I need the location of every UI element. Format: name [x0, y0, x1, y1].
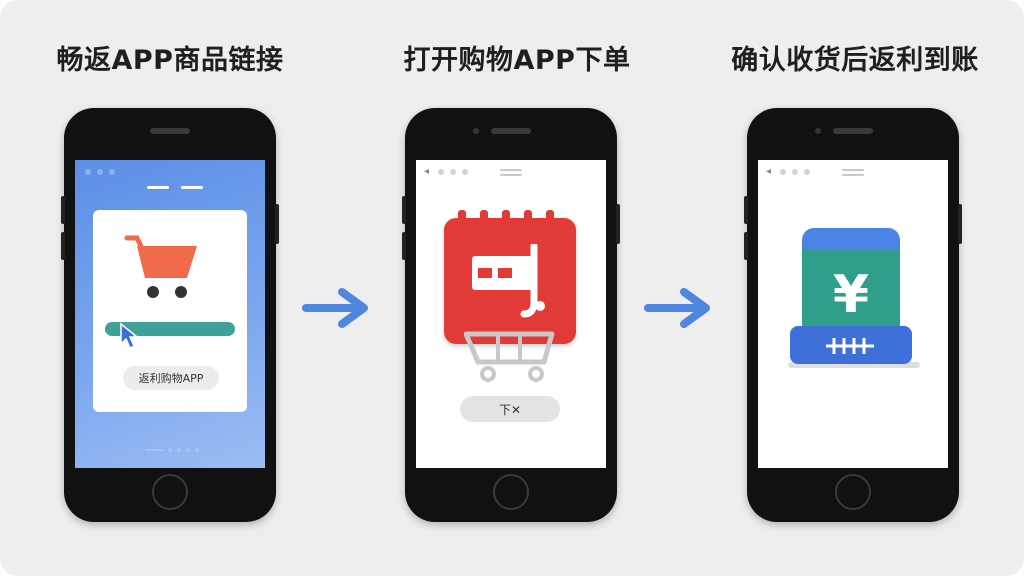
header-lines [500, 169, 522, 179]
phone-step-3: ◂ ¥ [744, 108, 962, 522]
phone-screen: ◂ ¥ [758, 160, 948, 468]
home-button[interactable] [835, 474, 871, 510]
power-button [275, 204, 279, 244]
phone-screen: 返利购物APP [75, 160, 265, 468]
arrow-right-icon [302, 288, 368, 328]
speaker [833, 128, 873, 134]
status-bar [85, 169, 115, 175]
arrow-right-icon [644, 288, 710, 328]
cursor-icon [120, 322, 140, 350]
cart-icon [464, 331, 555, 382]
step-2-title: 打开购物APP下单 [403, 45, 631, 76]
home-button[interactable] [493, 474, 529, 510]
status-bar [780, 169, 810, 175]
store-icon [472, 244, 545, 318]
volume-button [744, 196, 748, 224]
header-lines [842, 169, 864, 179]
camera [473, 128, 479, 134]
volume-button [61, 196, 65, 224]
volume-button [61, 232, 65, 260]
product-card: 返利购物APP [93, 210, 247, 412]
home-button[interactable] [152, 474, 188, 510]
yen-symbol: ¥ [833, 265, 869, 325]
page-indicator [145, 448, 199, 452]
speaker [491, 128, 531, 134]
step-3-title: 确认收货后返利到账 [731, 45, 979, 76]
volume-button [402, 232, 406, 260]
shopping-cart-icon [124, 235, 197, 298]
power-button [616, 204, 620, 244]
speaker [150, 128, 190, 134]
open-app-button[interactable]: 返利购物APP [123, 366, 219, 390]
step-1-title: 畅返APP商品链接 [56, 45, 284, 76]
shopping-app-icon[interactable] [444, 210, 576, 344]
back-icon[interactable]: ◂ [766, 166, 772, 177]
phone-screen: ◂ 下✕ [416, 160, 606, 468]
back-icon[interactable]: ◂ [424, 166, 430, 177]
product-link-bar[interactable] [105, 322, 235, 336]
volume-button [744, 232, 748, 260]
power-button [958, 204, 962, 244]
yen-coin-icon: ¥ [788, 228, 920, 368]
volume-button [402, 196, 406, 224]
phone-step-1: 返利购物APP [61, 108, 279, 522]
phone-step-2: ◂ 下✕ [402, 108, 620, 522]
place-order-button[interactable]: 下✕ [460, 396, 560, 422]
header-bars [147, 186, 203, 189]
camera [815, 128, 821, 134]
status-bar [438, 169, 468, 175]
